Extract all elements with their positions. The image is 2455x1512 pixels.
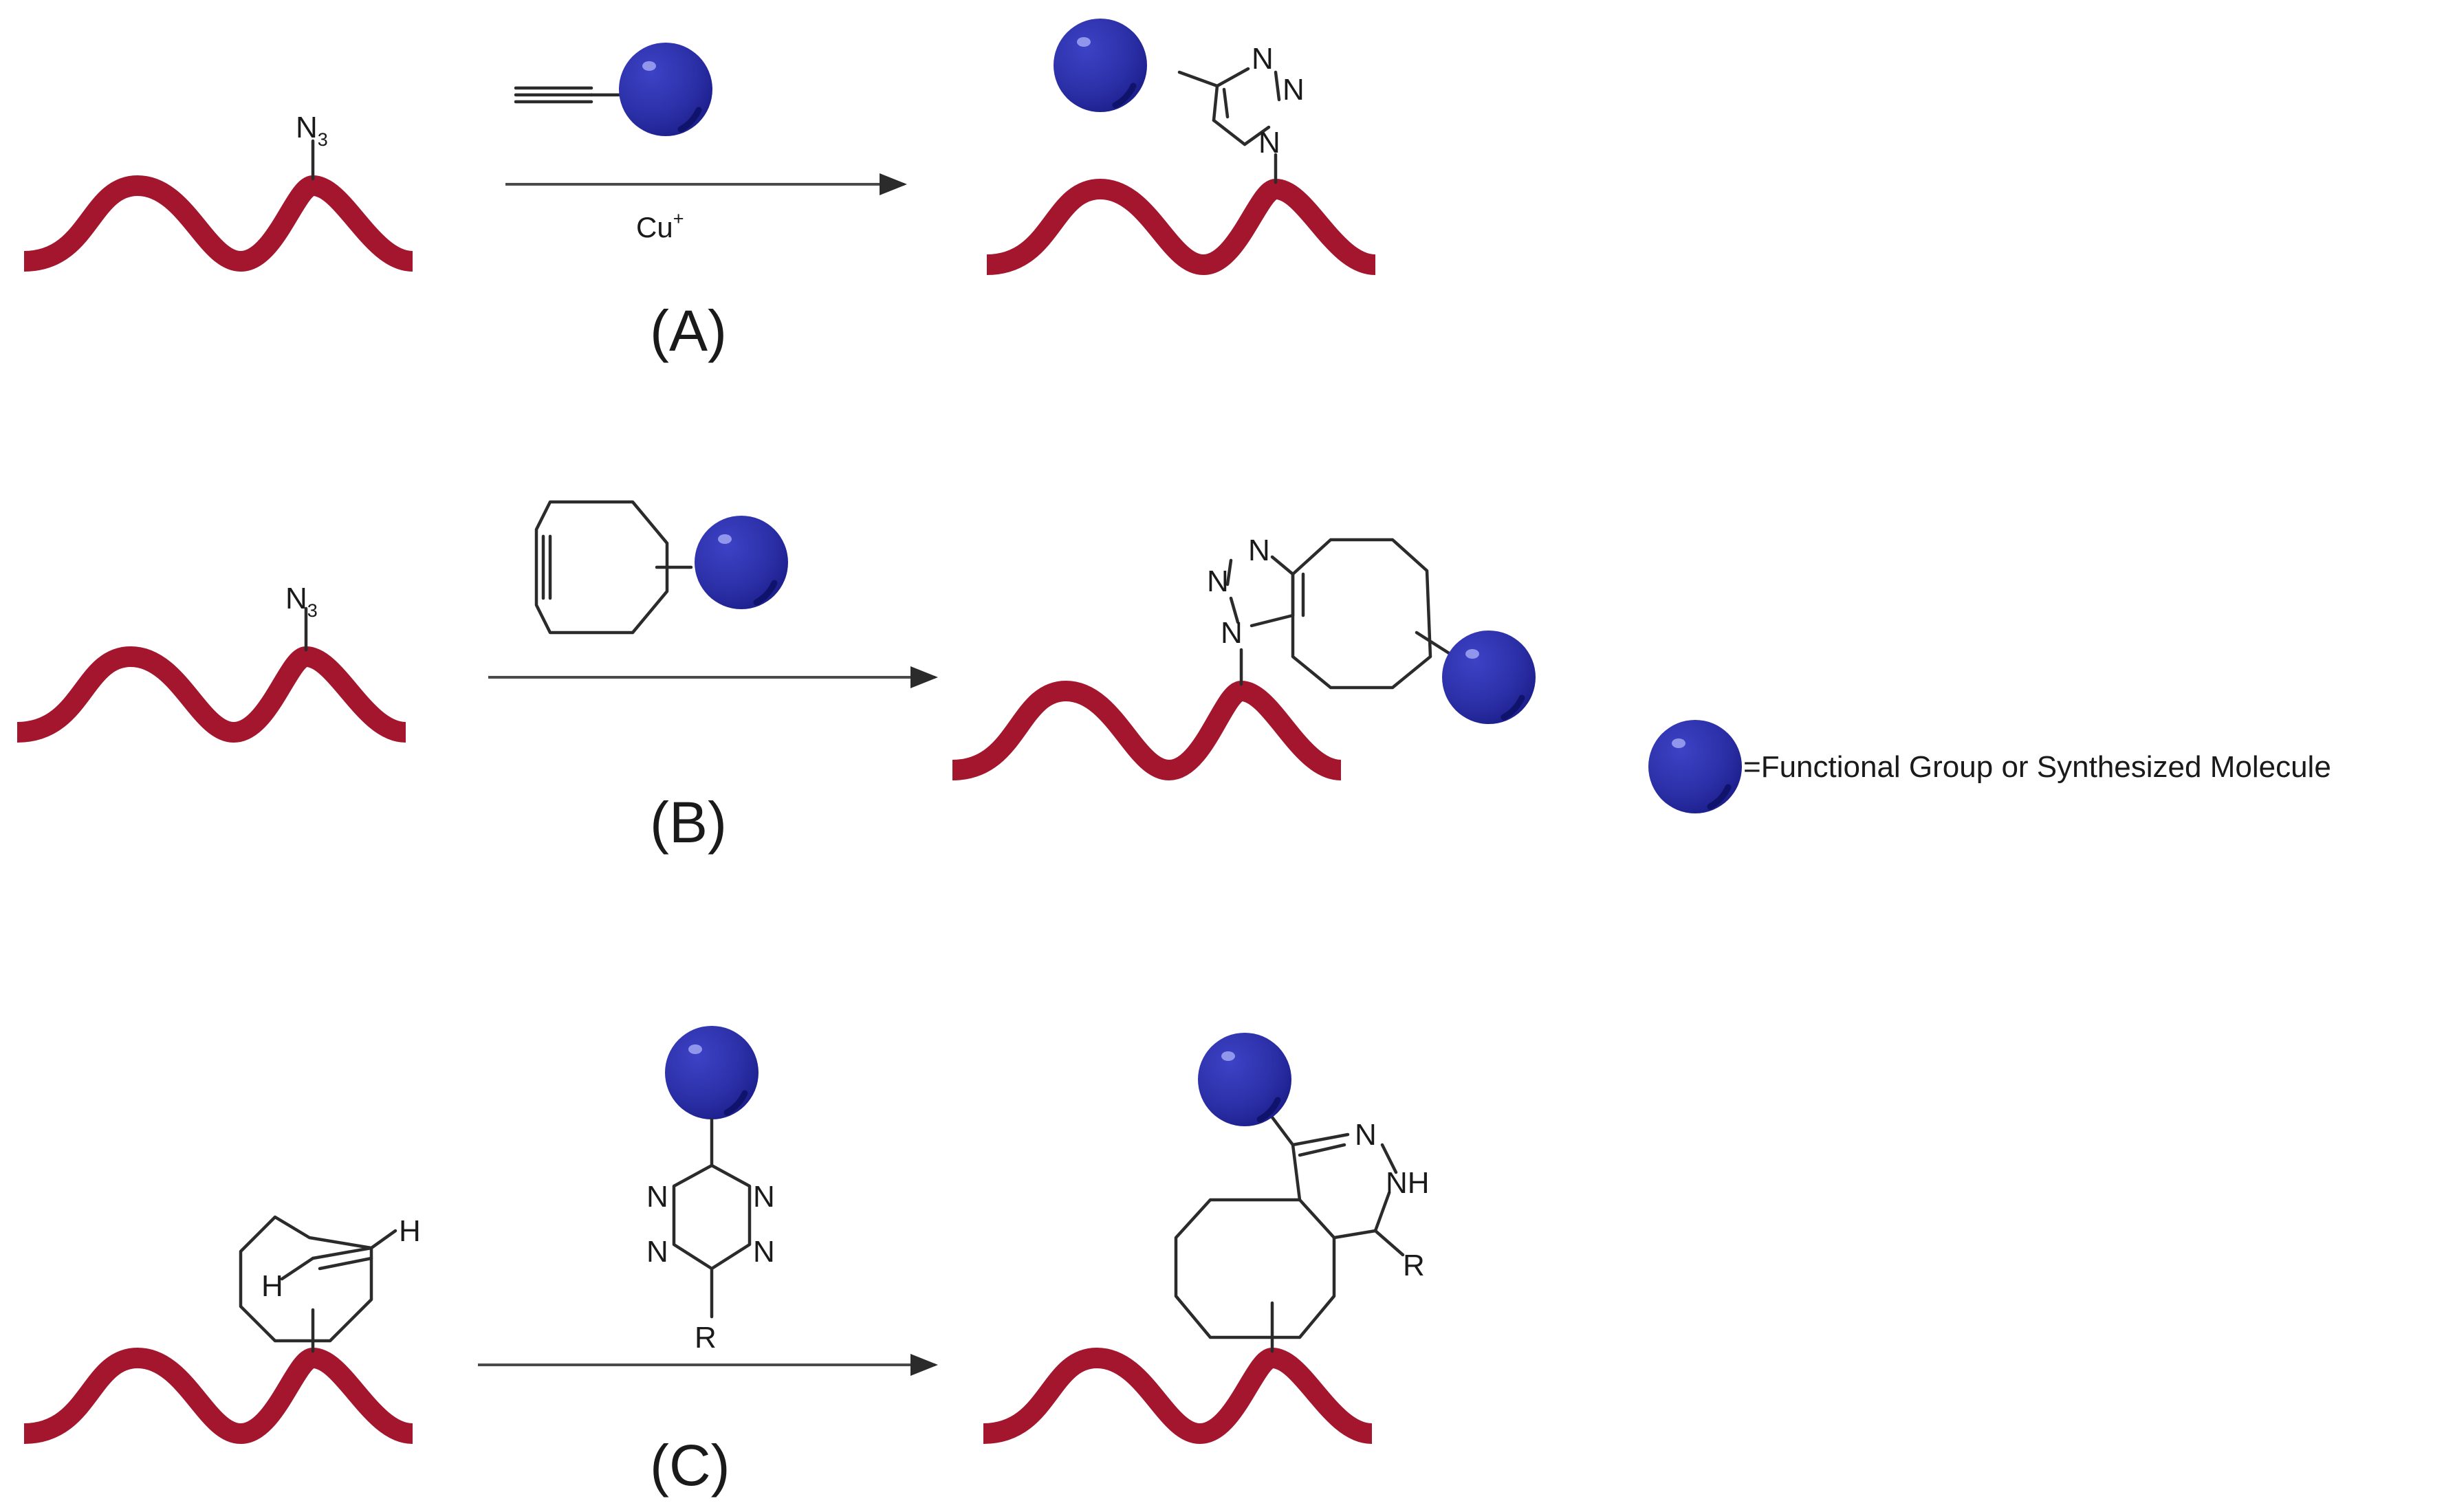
triazole-n1: N (1221, 616, 1243, 650)
reaction-arrow-a: Cu+ (505, 173, 907, 243)
catalyst-label: Cu+ (636, 208, 684, 243)
pyrazoline-product-c: N NH R (983, 1033, 1430, 1445)
functional-group-sphere (619, 43, 712, 136)
triazole-product-a: N N N (986, 19, 1377, 276)
legend: =Functional Group or Synthesized Molecul… (1648, 720, 2331, 813)
row-a: N3 Cu+ (A) N N N (23, 19, 1377, 363)
row-c: H H N N N N R (C) (23, 1026, 1430, 1498)
panel-label-a: (A) (650, 298, 727, 363)
tetrazine-reagent-c: N N N N R (646, 1026, 775, 1355)
azide-label: N3 (285, 582, 318, 621)
hydrogen-label: H (399, 1214, 421, 1248)
functional-group-sphere (665, 1026, 759, 1119)
triazole-n1: N (1258, 126, 1280, 160)
dna-strand-reactant-a: N3 (23, 111, 414, 272)
r-group-label: R (695, 1321, 717, 1355)
panel-label-c: (C) (650, 1433, 730, 1498)
functional-group-sphere (1442, 631, 1536, 724)
azide-label: N3 (296, 111, 328, 150)
panel-label-b: (B) (650, 790, 727, 855)
hydrogen-label: H (261, 1269, 283, 1303)
functional-group-sphere (695, 516, 788, 609)
alkyne-reagent-a (514, 43, 712, 136)
tetrazine-n: N (646, 1180, 668, 1214)
dna-strand-reactant-b: N3 (17, 582, 407, 743)
functional-group-sphere (1054, 19, 1147, 112)
triazole-n2: N (1207, 565, 1229, 598)
pyrazole-nh: NH (1386, 1166, 1430, 1200)
tetrazine-n: N (753, 1180, 775, 1214)
tetrazine-n: N (753, 1235, 775, 1269)
tetrazine-n: N (646, 1235, 668, 1269)
triazole-n2: N (1283, 73, 1305, 107)
triazole-product-b: N N N (952, 534, 1536, 781)
pyrazole-n: N (1355, 1118, 1377, 1152)
cyclooctyne-reagent-b (534, 500, 788, 635)
functional-group-sphere (1198, 1033, 1291, 1126)
triazole-n3: N (1252, 42, 1274, 76)
triazole-n3: N (1248, 534, 1270, 567)
r-group-label: R (1403, 1249, 1425, 1282)
row-b: N3 (B) N N N (17, 500, 2331, 855)
dna-strand-reactant-c: H H (23, 1214, 421, 1445)
legend-sphere-icon (1648, 720, 1742, 813)
legend-text: =Functional Group or Synthesized Molecul… (1743, 750, 2331, 784)
